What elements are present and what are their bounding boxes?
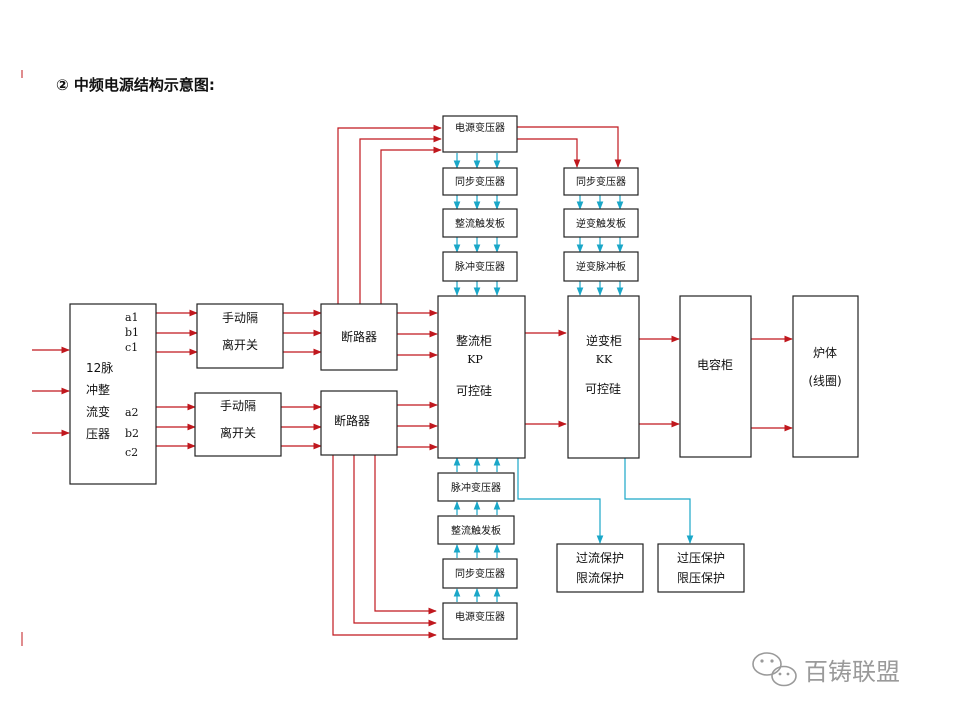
rectifier-transformer-12-pulse: 12脉 冲整 流变 压器 a1 b1 c1 a2 b2 c2	[69, 303, 157, 485]
page-title: ② 中频电源结构示意图:	[56, 76, 215, 94]
switch-label: 手动隔	[222, 311, 258, 325]
rectifier-control-chain-top: 电源变压器 同步变压器 整流触发板 脉冲变压器	[442, 115, 518, 282]
terminal-label: a1	[125, 311, 139, 324]
inverter-pulse-board-label: 逆变脉冲板	[576, 260, 626, 273]
switch-label: 离开关	[220, 425, 256, 440]
overvoltage-protection: 过压保护 限压保护	[657, 543, 745, 593]
rectifier-control-chain-bottom: 脉冲变压器 整流触发板 同步变压器 电源变压器	[437, 472, 518, 640]
inverter-control-chain: 同步变压器 逆变触发板 逆变脉冲板	[563, 167, 639, 282]
wechat-icon	[752, 652, 797, 687]
power-transformer-label: 电源变压器	[455, 121, 505, 134]
rectifier-cabinet-label: 可控硅	[456, 384, 492, 398]
terminal-label: a2	[125, 406, 139, 419]
isolation-switch-upper: 手动隔 离开关	[196, 303, 284, 369]
inverter-cabinet-label: 可控硅	[585, 382, 621, 396]
rectifier-trigger-board-label: 整流触发板	[455, 217, 505, 230]
furnace-label: 炉体	[813, 346, 837, 360]
overcurrent-protection: 过流保护 限流保护	[556, 543, 644, 593]
capacitor-cabinet-label: 电容柜	[697, 357, 733, 372]
sync-transformer-label: 同步变压器	[576, 175, 626, 188]
rectifier-cabinet-label: 整流柜	[456, 333, 492, 348]
inverter-cabinet-label: KK	[596, 353, 613, 366]
terminal-label: b1	[125, 326, 139, 339]
furnace-body: 炉体 (线圈)	[792, 295, 859, 458]
circuit-breaker-upper: 断路器	[320, 303, 398, 371]
protection-label: 限流保护	[576, 571, 624, 585]
sync-transformer-label: 同步变压器	[455, 175, 505, 188]
pulse-transformer-label: 脉冲变压器	[451, 481, 501, 494]
breaker-label: 断路器	[341, 329, 377, 344]
inverter-cabinet: 逆变柜 KK 可控硅	[567, 295, 640, 459]
inverter-cabinet-label: 逆变柜	[586, 333, 622, 348]
breaker-label: 断路器	[334, 413, 370, 428]
pulse-transformer-label: 脉冲变压器	[455, 260, 505, 273]
inverter-trigger-board-label: 逆变触发板	[576, 217, 626, 230]
power-lines	[32, 124, 793, 639]
watermark-text: 百铸联盟	[804, 658, 900, 686]
transformer-label: 12脉	[86, 360, 113, 375]
control-lines	[453, 153, 694, 602]
rectifier-cabinet: 整流柜 KP 可控硅	[437, 295, 526, 459]
circuit-breaker-lower: 断路器	[320, 390, 398, 456]
terminal-label: c1	[125, 341, 138, 354]
terminal-label: c2	[125, 446, 138, 459]
transformer-label: 压器	[86, 427, 110, 441]
rectifier-trigger-board-label: 整流触发板	[451, 524, 501, 537]
switch-label: 离开关	[222, 337, 258, 352]
rectifier-cabinet-label: KP	[467, 353, 483, 366]
protection-label: 过流保护	[576, 551, 624, 565]
transformer-label: 冲整	[86, 382, 110, 397]
furnace-label: (线圈)	[808, 374, 841, 388]
terminal-label: b2	[125, 427, 139, 440]
watermark: 百铸联盟	[752, 652, 900, 687]
power-transformer-label: 电源变压器	[455, 610, 505, 623]
switch-label: 手动隔	[220, 399, 256, 413]
transformer-label: 流变	[86, 404, 110, 419]
sync-transformer-label: 同步变压器	[455, 567, 505, 580]
protection-label: 限压保护	[677, 571, 725, 585]
isolation-switch-lower: 手动隔 离开关	[194, 392, 282, 457]
capacitor-cabinet: 电容柜	[679, 295, 752, 458]
protection-label: 过压保护	[677, 551, 725, 565]
